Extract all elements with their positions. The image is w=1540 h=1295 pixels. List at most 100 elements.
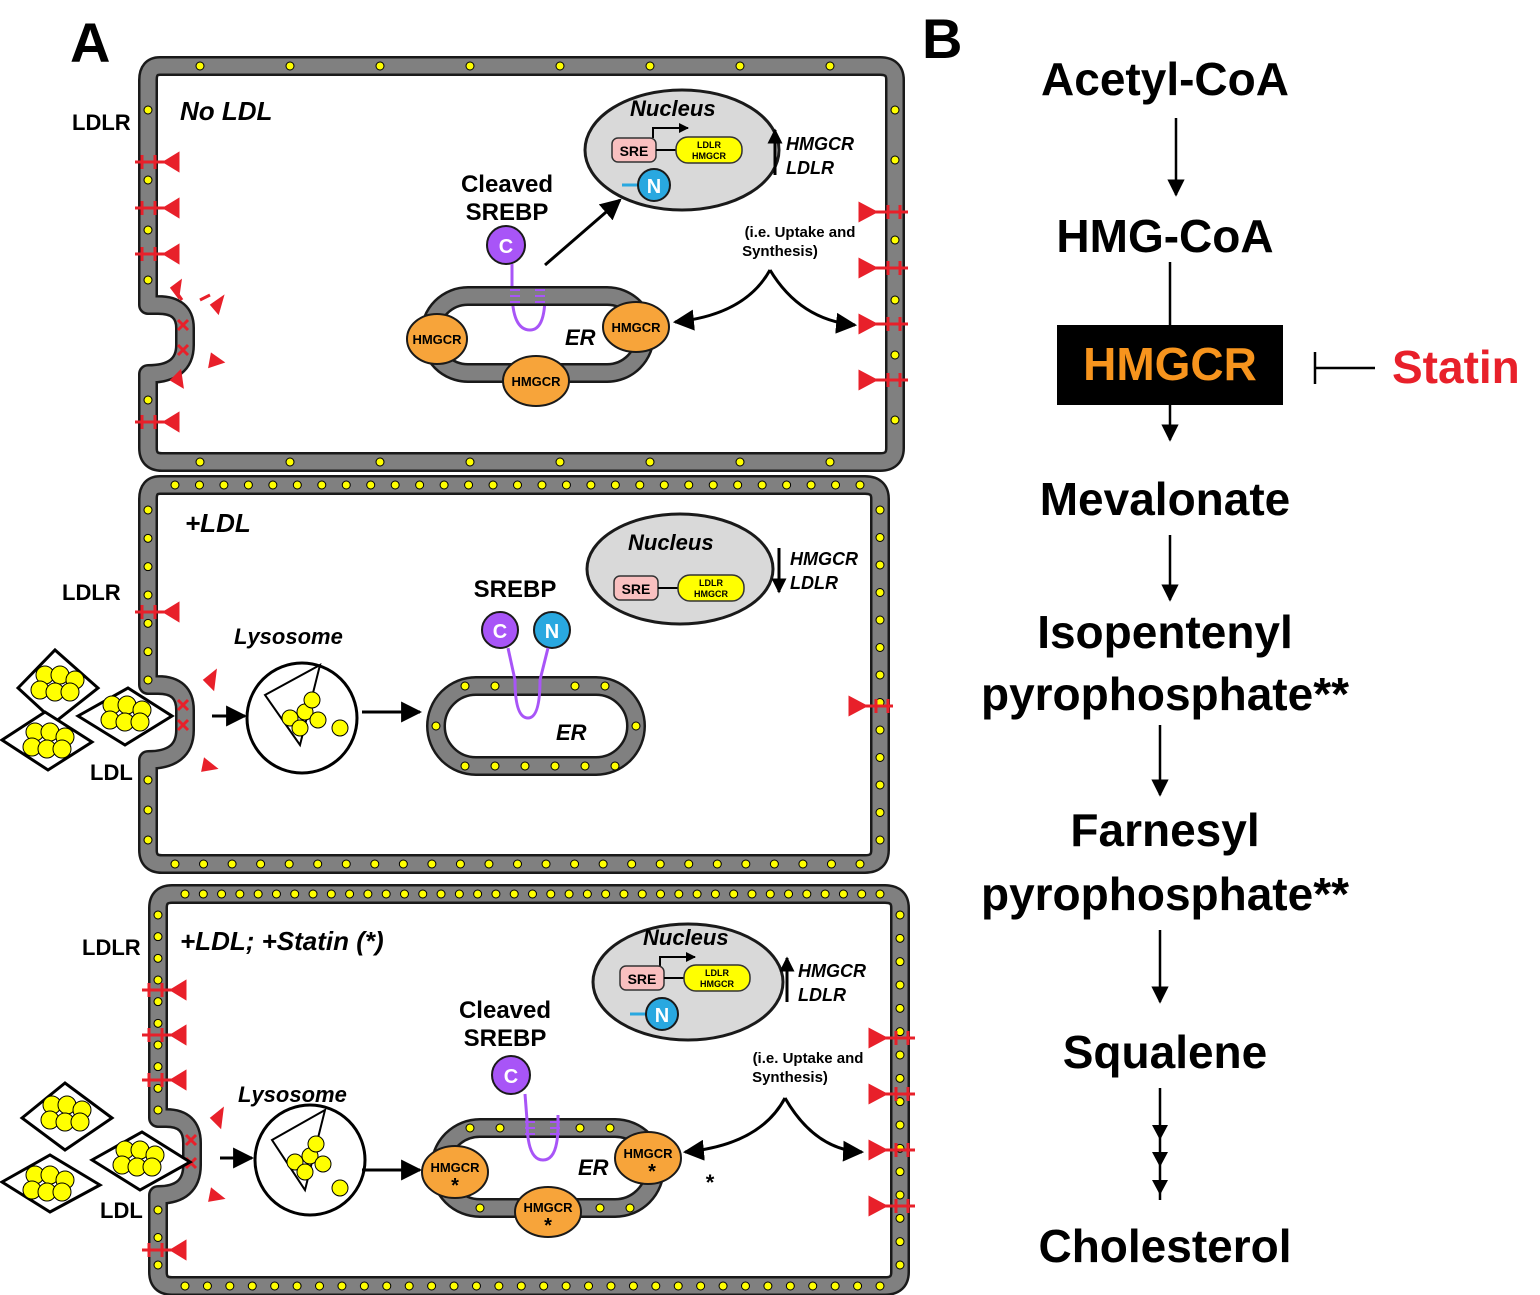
srebp-line2: SREBP (466, 199, 549, 226)
upregulation: HMGCR LDLR (767, 128, 854, 178)
step-isopentenyl: Isopentenyl (1037, 606, 1293, 658)
c-label: C (493, 621, 507, 643)
reg-hmgcr: HMGCR (798, 961, 866, 981)
ldl-particle (89, 1130, 193, 1192)
hmgcr-enzyme (602, 301, 670, 353)
srebp-c-terminus (481, 611, 519, 649)
lysosome (253, 1103, 367, 1217)
statin-star: * (544, 1215, 552, 1237)
reg-ldlr: LDLR (786, 158, 834, 178)
ldlr-label: LDLR (82, 935, 141, 960)
step-isopentenyl-pp: pyrophosphate** (981, 668, 1349, 720)
step-acetyl-coa: Acetyl-CoA (1041, 53, 1289, 105)
gene-box-line2: HMGCR (700, 979, 734, 989)
hmgcr-enzyme (421, 1145, 489, 1199)
condition-label: +LDL; +Statin (*) (180, 926, 384, 956)
statin-label: Statin (1392, 341, 1520, 393)
hmgcr-enzyme-box (1057, 325, 1283, 405)
note-line2: Synthesis) (742, 243, 818, 260)
srebp-line2: SREBP (464, 1025, 547, 1052)
enzyme-label: HMGCR (430, 1160, 480, 1175)
enzyme-label: HMGCR (412, 332, 462, 347)
lysosome-label: Lysosome (234, 624, 343, 649)
gene-box (675, 136, 743, 164)
lysosome (245, 661, 359, 775)
nucleus-label: Nucleus (630, 96, 716, 121)
enzyme-label: HMGCR (611, 320, 661, 335)
sre-label: SRE (628, 971, 657, 987)
srebp-label: SREBP (474, 576, 557, 603)
gene-box-line1: LDLR (697, 140, 721, 150)
step-farnesyl-pp: pyrophosphate** (981, 868, 1349, 920)
membrane-particles (143, 61, 900, 467)
nucleus: Nucleus SRE LDLR HMGCR N (583, 88, 781, 212)
coated-pit (169, 278, 226, 389)
n-label: N (655, 1005, 669, 1027)
nucleus-translocation-arrow (544, 198, 622, 267)
note-line1: (i.e. Uptake and (745, 224, 856, 241)
statin-star: * (648, 1161, 656, 1183)
gene-box-line2: HMGCR (692, 151, 726, 161)
srebp-c-terminus (486, 225, 526, 265)
cell-no-ldl: LDLR No LDL Nucleus SRE LDLR HMGCR N HMG… (72, 56, 908, 472)
hmgcr-enzyme (514, 1186, 582, 1238)
step-squalene: Squalene (1063, 1026, 1268, 1078)
srebp-line1: Cleaved (461, 171, 553, 198)
cell-ldl-statin: LDLR +LDL; +Statin (*) LDL Lysosome ER H… (0, 884, 915, 1295)
ldlr-receptors (142, 979, 915, 1261)
reg-ldlr: LDLR (790, 573, 838, 593)
ldl-particle (0, 1153, 104, 1214)
nucleus-label: Nucleus (643, 925, 729, 950)
ldl-particles (0, 647, 175, 772)
note-line2: Synthesis) (752, 1069, 828, 1086)
ldl-particle (75, 686, 175, 747)
enzyme-label: HMGCR (523, 1200, 573, 1215)
er-label: ER (556, 720, 587, 745)
er: ER HMGCR * HMGCR * HMGCR * (421, 1118, 682, 1238)
ldl-particles (0, 1081, 193, 1214)
panel-a-label: A (70, 11, 110, 74)
ldl-label: LDL (100, 1198, 143, 1223)
enzyme-label: HMGCR (511, 374, 561, 389)
c-label: C (499, 236, 513, 258)
sre-label: SRE (622, 581, 651, 597)
step-hmgcr: HMGCR (1083, 338, 1257, 390)
step-mevalonate: Mevalonate (1040, 473, 1291, 525)
downregulation: HMGCR LDLR (771, 548, 858, 594)
ldlr-label: LDLR (72, 110, 131, 135)
er: ER (426, 676, 646, 776)
hmgcr-enzyme (406, 313, 468, 365)
ldl-label: LDL (90, 760, 133, 785)
srebp-line1: Cleaved (459, 997, 551, 1024)
enzyme-label: HMGCR (623, 1146, 673, 1161)
nucleus: Nucleus SRE LDLR HMGCR N (591, 922, 785, 1042)
gene-box-line2: HMGCR (694, 589, 728, 599)
ldlr-label: LDLR (62, 580, 121, 605)
er-label: ER (565, 325, 596, 350)
srebp-n-terminus (533, 611, 571, 649)
note-line1: (i.e. Uptake and (753, 1050, 864, 1067)
srebp-c-terminus (491, 1055, 531, 1095)
statin-star: * (706, 1170, 715, 1195)
step-hmg-coa: HMG-CoA (1056, 210, 1273, 262)
membrane-particles (143, 480, 885, 869)
reg-hmgcr: HMGCR (790, 549, 858, 569)
mevalonate-pathway: Acetyl-CoA HMG-CoA HMGCR Statin Mevalona… (981, 53, 1520, 1272)
lysosome-label: Lysosome (238, 1082, 347, 1107)
panel-b-label: B (922, 7, 962, 70)
hmgcr-enzyme (502, 355, 570, 407)
transcription-arrow (652, 123, 689, 138)
statin-star: * (451, 1175, 459, 1197)
ldl-particle (19, 1081, 115, 1152)
er-label: ER (578, 1155, 609, 1180)
c-label: C (504, 1066, 518, 1088)
nucleus: Nucleus SRE LDLR HMGCR (585, 512, 775, 626)
reg-ldlr: LDLR (798, 985, 846, 1005)
n-label: N (545, 621, 559, 643)
hmgcr-enzyme (614, 1131, 682, 1185)
n-label: N (647, 176, 661, 198)
srebp-n-terminus (645, 997, 679, 1031)
membrane-particles (153, 889, 905, 1291)
gene-box-line1: LDLR (699, 578, 723, 588)
